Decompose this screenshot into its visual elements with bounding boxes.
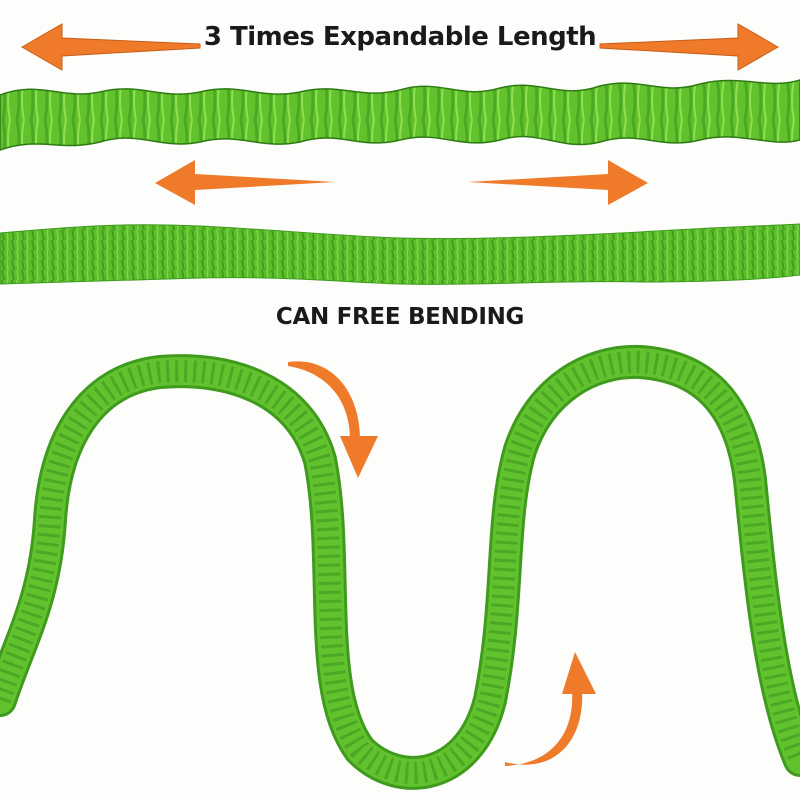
inner-left-arrow-icon: [155, 160, 335, 205]
headline: 3 Times Expandable Length: [203, 22, 597, 52]
right-arrow-icon: [599, 23, 780, 71]
bent-hose-icon: [0, 344, 800, 790]
inner-right-arrow-icon: [468, 160, 648, 205]
curved-up-arrow-icon: [505, 652, 596, 766]
curved-down-arrow-icon: [288, 361, 378, 478]
expanded-hose-icon: [0, 79, 800, 151]
compressed-hose-icon: [0, 223, 800, 285]
subheadline: CAN FREE BENDING: [275, 304, 525, 330]
left-arrow-icon: [20, 23, 201, 71]
